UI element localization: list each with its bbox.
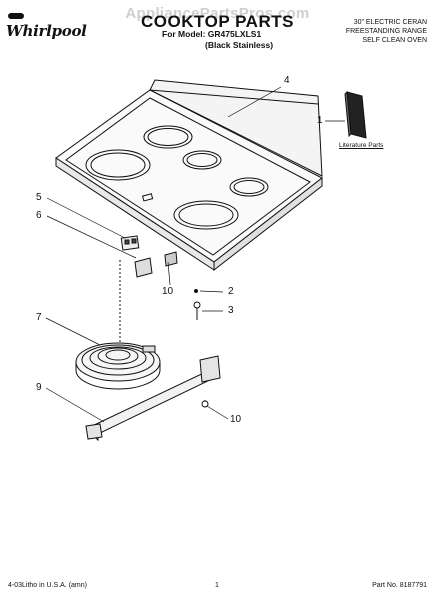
footer-part-number: Part No. 8187791	[372, 582, 427, 589]
literature-parts-label: Literature Parts	[339, 142, 384, 149]
callout-2: 2	[228, 286, 234, 297]
product-line-1: 30" ELECTRIC CERAN	[353, 19, 427, 26]
callout-6: 6	[36, 210, 42, 221]
callout-9: 9	[36, 382, 42, 393]
callout-10-lower: 10	[230, 414, 242, 425]
callout-3: 3	[228, 305, 234, 316]
finish-line: (Black Stainless)	[205, 40, 274, 50]
callout-1: 1	[317, 115, 323, 126]
leader-lines	[45, 86, 345, 423]
callout-7: 7	[36, 312, 42, 323]
callout-10-upper: 10	[162, 286, 174, 297]
support-bracket	[85, 355, 221, 442]
literature-booklet	[344, 90, 367, 139]
product-line-3: SELF CLEAN OVEN	[362, 37, 427, 44]
callout-5: 5	[36, 192, 42, 203]
page-title: COOKTOP PARTS	[141, 12, 294, 31]
radiant-element	[75, 260, 161, 390]
whirlpool-logo-swoosh	[8, 13, 24, 19]
watermark: AppliancePartsPros.com	[125, 5, 310, 22]
product-line-2: FREESTANDING RANGE	[345, 28, 427, 35]
screws	[193, 289, 209, 408]
callout-4: 4	[284, 75, 290, 86]
burner-rings	[85, 125, 269, 230]
model-line: For Model: GR475LXLS1	[162, 29, 262, 39]
cooktop-glass	[55, 79, 323, 272]
footer-litho: 4-03Litho in U.S.A. (amn)	[8, 582, 87, 589]
footer-page-number: 1	[215, 582, 219, 589]
whirlpool-logo: Whirlpool	[6, 22, 87, 40]
